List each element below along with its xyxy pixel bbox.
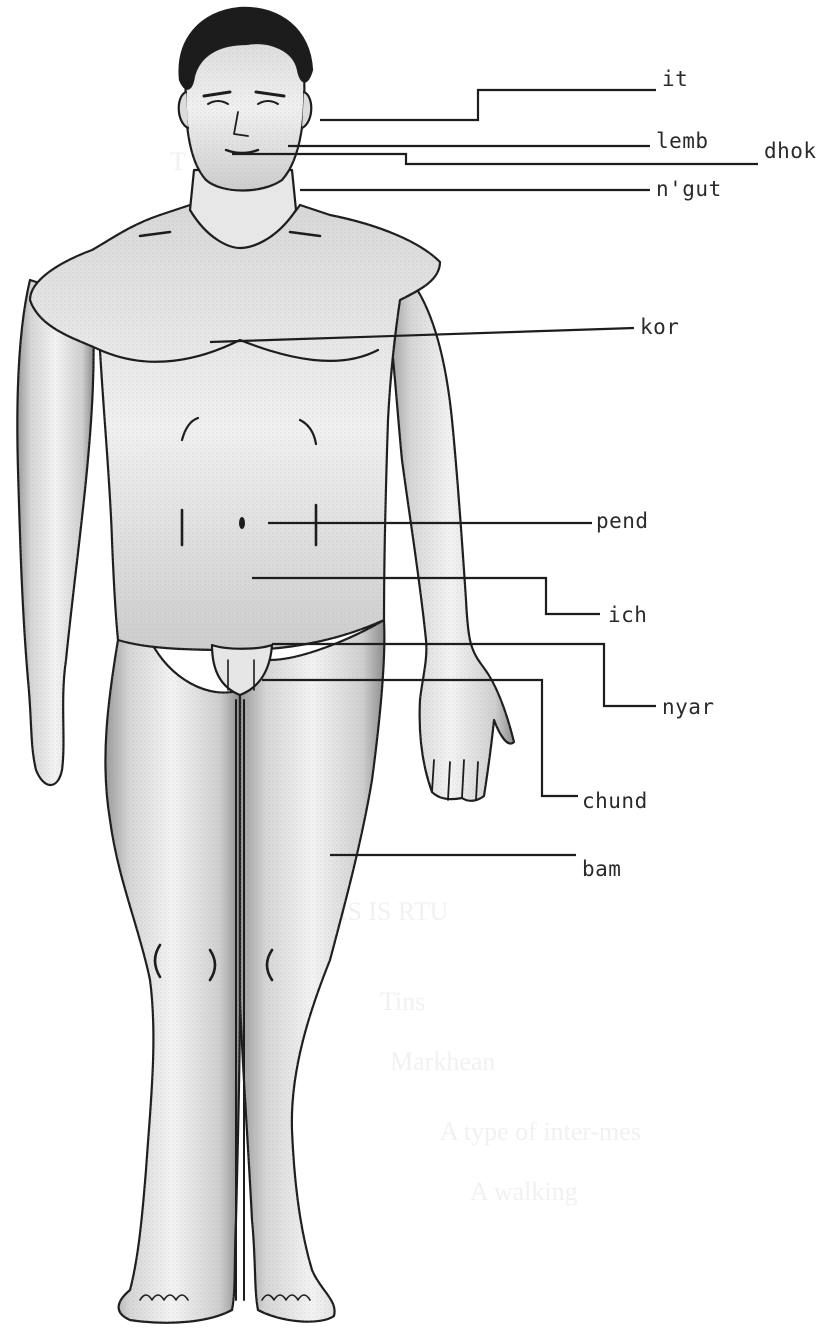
label-lemb: lemb [656,129,709,153]
label-kor: kor [640,315,679,339]
label-ich: ich [608,603,647,627]
svg-text:Tins: Tins [380,987,425,1016]
svg-text:A type of inter-mes: A type of inter-mes [440,1117,641,1146]
leader-dhok [232,154,758,164]
label-nyut: n'gut [656,177,722,201]
label-bam: bam [582,857,621,881]
svg-text:A walking: A walking [470,1177,578,1206]
label-pend: pend [596,509,649,533]
leader-it [320,90,656,120]
label-chund: chund [582,789,648,813]
label-it: it [662,67,688,91]
svg-text:Markhean: Markhean [390,1047,495,1076]
label-dhok: dhok [764,139,817,163]
label-nyar: nyar [662,695,715,719]
